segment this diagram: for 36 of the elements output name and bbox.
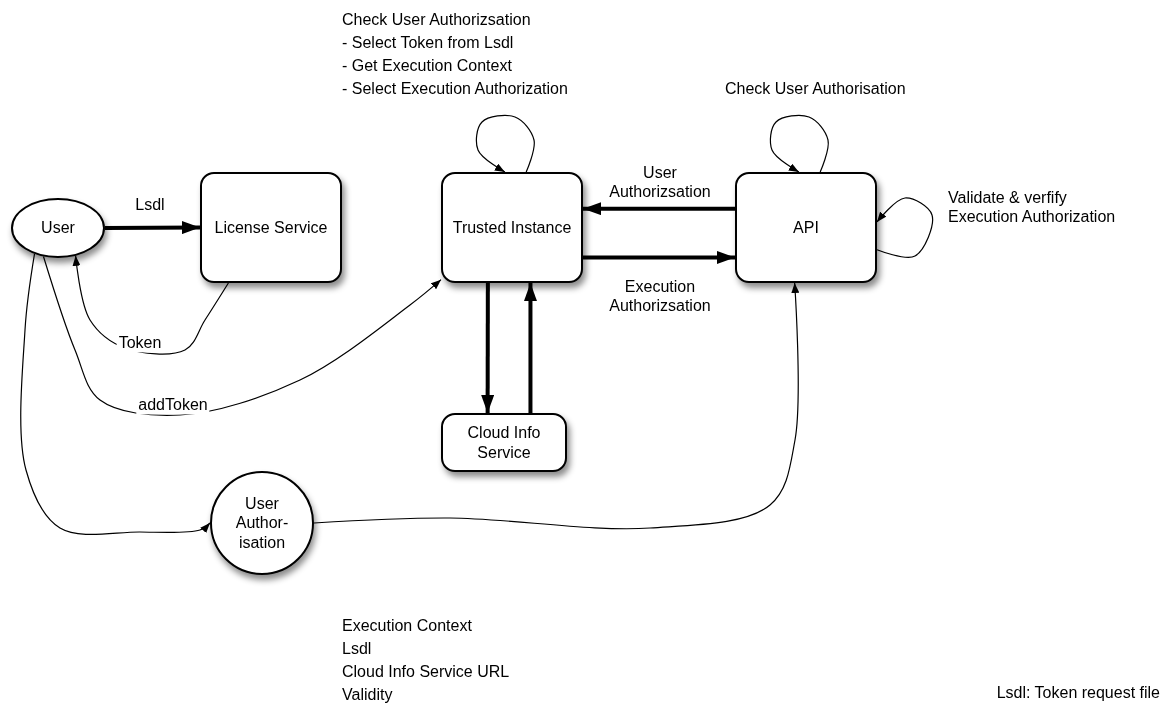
annotation-text: Check User Authorisation <box>725 79 906 99</box>
arrow <box>583 250 735 264</box>
self-loop-arrow <box>475 114 535 173</box>
edge-label: Token <box>116 333 164 353</box>
annotation-text: Check User Authorizsation <box>342 10 531 30</box>
process-box <box>735 172 877 283</box>
self-loop-arrow <box>876 197 934 258</box>
annotation-text: - Select Execution Authorization <box>342 79 568 99</box>
node-label: Cloud Info Service <box>466 423 542 462</box>
arrow <box>20 253 211 535</box>
process-box <box>441 413 567 472</box>
annotation-text: Cloud Info Service URL <box>342 662 510 682</box>
arrow <box>583 202 735 216</box>
edge-label: addToken <box>136 395 210 415</box>
annotation-text: - Get Execution Context <box>342 56 512 76</box>
process-box <box>441 172 583 283</box>
annotation-text: Validity <box>342 685 393 705</box>
self-loop-arrow <box>769 114 829 173</box>
annotation-text: Validate & verfify Execution Authorization <box>948 188 1117 227</box>
circle-node <box>210 471 314 575</box>
arrow <box>481 283 495 413</box>
arrow <box>313 282 800 530</box>
process-box <box>200 172 342 283</box>
node-label: License Service <box>213 217 329 238</box>
annotation-text: - Select Token from Lsdl <box>342 33 514 53</box>
arrow <box>42 255 442 416</box>
node-label: Trusted Instance <box>451 217 573 238</box>
footnote-text: Lsdl: Token request file <box>996 683 1160 703</box>
ellipse-node <box>11 198 105 258</box>
annotation-text: Lsdl <box>342 639 372 659</box>
node-label: API <box>792 217 820 238</box>
annotation-text: Execution Context <box>342 616 472 636</box>
arrow <box>105 221 200 235</box>
node-label: User <box>40 218 76 238</box>
arrow <box>523 283 537 413</box>
node-label: User Author- isation <box>234 494 290 552</box>
